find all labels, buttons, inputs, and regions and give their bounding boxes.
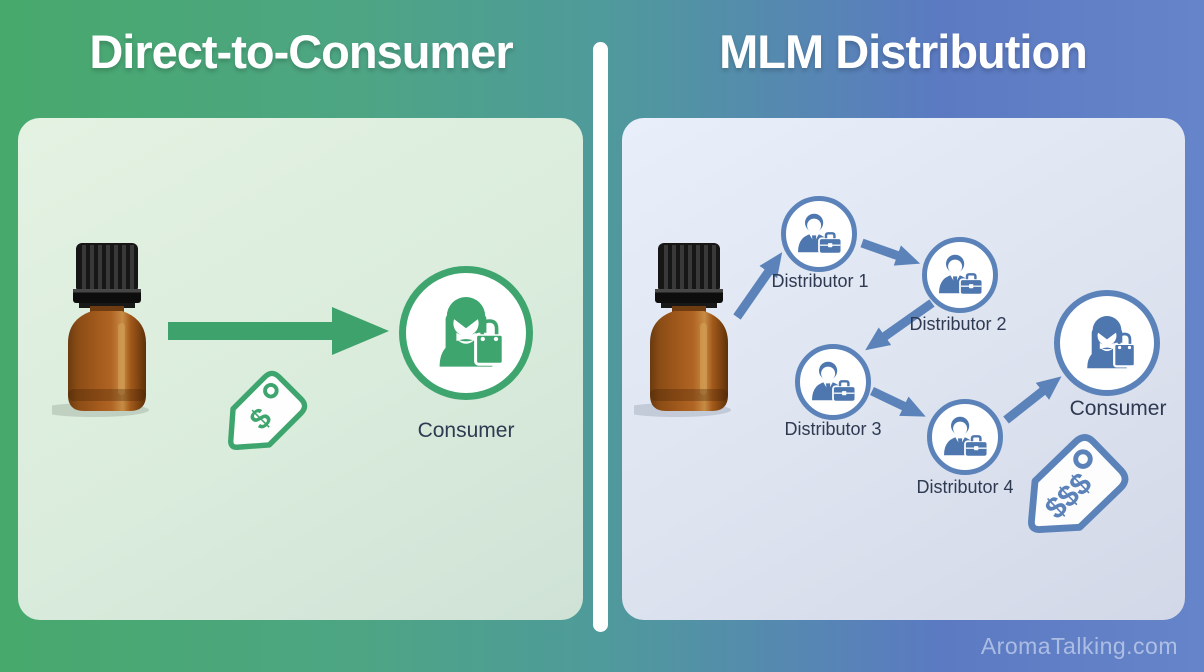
consumer-node [399, 266, 533, 400]
consumer-icon [439, 297, 505, 367]
section-divider [593, 42, 608, 632]
consumer-label: Consumer [1069, 397, 1167, 420]
distributor-icon [939, 254, 984, 296]
distributor1-node [781, 196, 857, 272]
left-section-title: Direct-to-Consumer [89, 25, 513, 78]
consumer-node [1054, 290, 1160, 396]
distributor3-label: Distributor 3 [784, 419, 882, 439]
price-tag-icon: $$$ [1027, 434, 1129, 533]
right-section-title: MLM Distribution [719, 25, 1088, 78]
distributor-icon [798, 213, 843, 255]
oil-bottle-icon [634, 243, 731, 417]
distributor2-label: Distributor 2 [909, 314, 1007, 334]
price-tag-icon: $ [228, 370, 308, 450]
distributor-icon [812, 361, 857, 403]
distributor3-node [795, 344, 871, 420]
distributor4-node [927, 399, 1003, 475]
consumer-label: Consumer [417, 419, 515, 442]
consumer-icon [1087, 316, 1137, 369]
distributor2-node [922, 237, 998, 313]
distributor1-label: Distributor 1 [771, 271, 869, 291]
oil-bottle-icon [52, 243, 149, 417]
distributor4-label: Distributor 4 [916, 477, 1014, 497]
distributor-icon [944, 416, 989, 458]
watermark: AromaTalking.com [980, 633, 1178, 659]
